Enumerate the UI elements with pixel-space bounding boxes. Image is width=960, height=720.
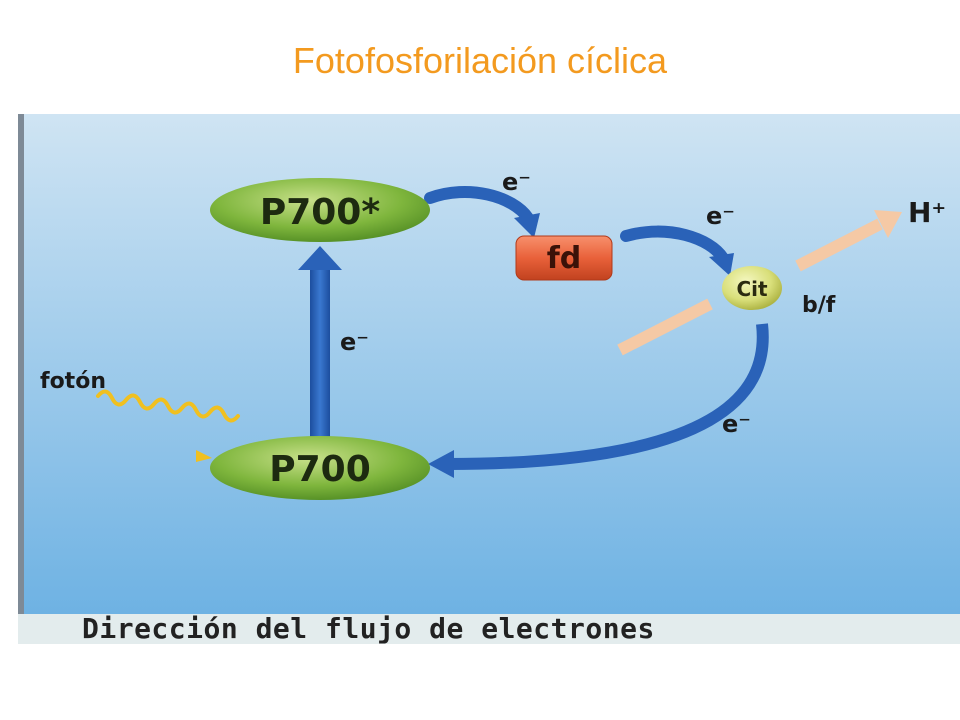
arrow-p700-to-p700-excited [298, 246, 342, 438]
electron-label-2: e⁻ [706, 202, 735, 230]
arrow-cit-to-p700 [428, 323, 769, 478]
electron-label-4: e⁻ [722, 410, 751, 438]
p700-label: P700 [269, 449, 371, 490]
arrow-p700-excited-to-fd [424, 186, 540, 238]
proton-arrow [617, 210, 902, 356]
p700-excited-node: P700* [210, 178, 430, 242]
diagram-caption: Dirección del flujo de electrones [82, 612, 655, 645]
p700-node: P700 [210, 436, 430, 500]
fd-node: fd [515, 235, 613, 281]
photon-wave [96, 389, 240, 423]
caption-bar [18, 614, 960, 644]
diagram-svg: P700* P700 fd Cit b/f e⁻ e⁻ e⁻ e⁻ fotón … [18, 114, 960, 614]
p700-excited-label: P700* [260, 192, 381, 233]
cit-label: Cit [736, 277, 768, 301]
photon-label: fotón [40, 369, 106, 394]
diagram-panel: P700* P700 fd Cit b/f e⁻ e⁻ e⁻ e⁻ fotón … [18, 114, 960, 614]
proton-label: H⁺ [908, 196, 946, 229]
cit-node: Cit [722, 266, 782, 310]
fd-label: fd [547, 241, 582, 276]
photon-arrowhead [196, 450, 212, 462]
electron-label-1: e⁻ [502, 168, 531, 196]
panel-left-border [18, 114, 24, 614]
page-title: Fotofosforilación cíclica [292, 40, 668, 81]
cit-suffix-label: b/f [802, 293, 836, 318]
electron-label-3: e⁻ [340, 328, 369, 356]
arrow-fd-to-cit [620, 225, 734, 276]
